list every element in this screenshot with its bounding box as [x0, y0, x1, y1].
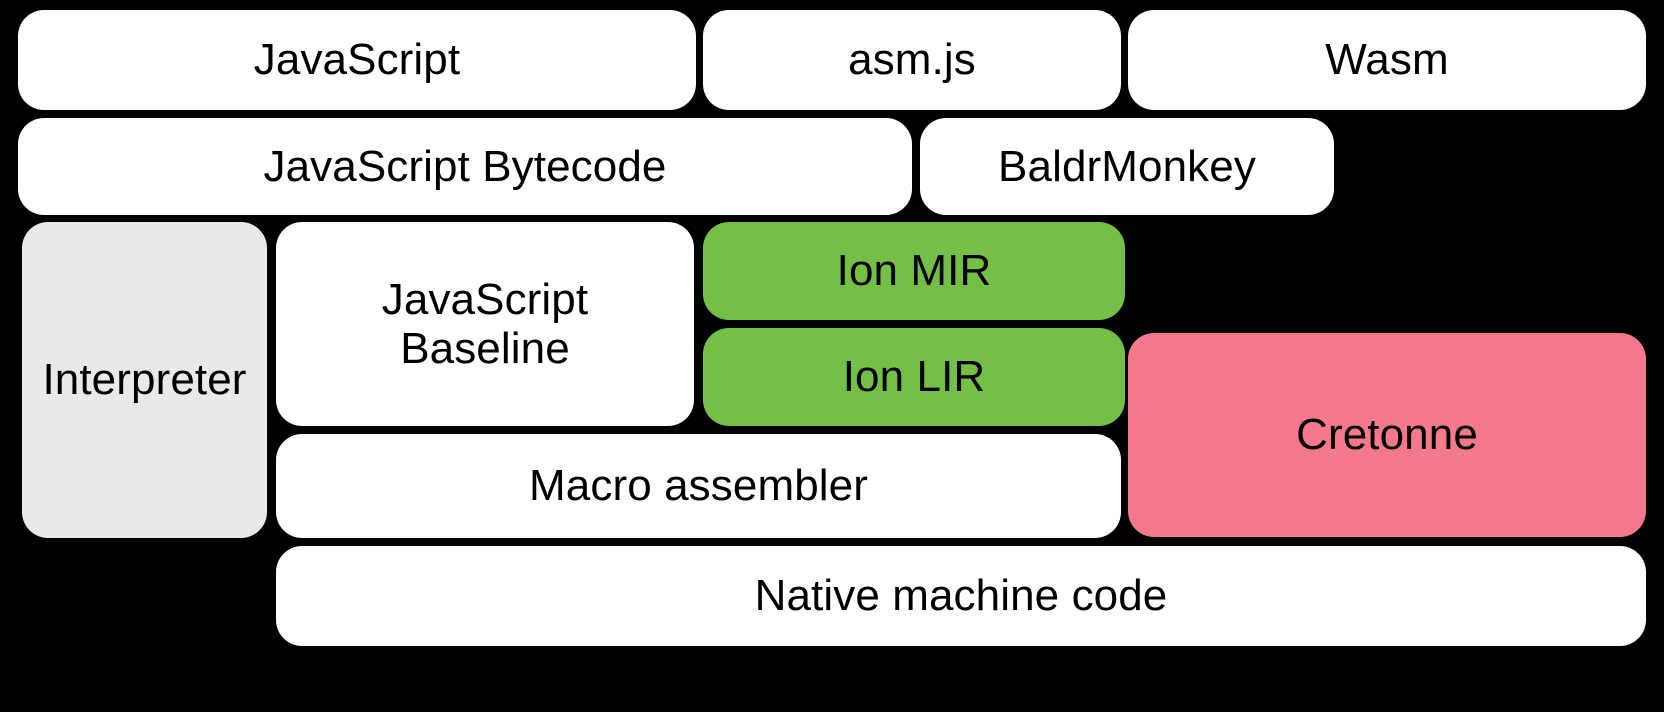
node-label-ion-lir: Ion LIR: [842, 352, 986, 402]
node-baldrmonkey: BaldrMonkey: [920, 118, 1334, 215]
node-label-baldrmonkey: BaldrMonkey: [998, 141, 1256, 191]
node-macro-assembler: Macro assembler: [276, 434, 1121, 538]
node-label-macro-assembler: Macro assembler: [529, 461, 868, 511]
node-javascript-bytecode: JavaScript Bytecode: [18, 118, 912, 215]
node-label-javascript-baseline: JavaScript Baseline: [381, 274, 589, 373]
node-label-asm-js: asm.js: [848, 35, 976, 85]
node-asm-js: asm.js: [703, 10, 1121, 110]
node-wasm: Wasm: [1128, 10, 1646, 110]
node-label-interpreter: Interpreter: [42, 355, 247, 405]
node-label-wasm: Wasm: [1325, 35, 1449, 85]
node-native-machine-code: Native machine code: [276, 546, 1646, 646]
node-interpreter: Interpreter: [22, 222, 267, 538]
node-ion-mir: Ion MIR: [703, 222, 1125, 320]
node-javascript-baseline: JavaScript Baseline: [276, 222, 694, 426]
node-label-cretonne: Cretonne: [1296, 410, 1478, 460]
node-ion-lir: Ion LIR: [703, 328, 1125, 426]
node-cretonne: Cretonne: [1128, 333, 1646, 537]
node-label-javascript: JavaScript: [253, 35, 461, 85]
node-label-native-machine-code: Native machine code: [754, 571, 1168, 621]
node-javascript: JavaScript: [18, 10, 696, 110]
node-label-javascript-bytecode: JavaScript Bytecode: [263, 141, 667, 191]
node-label-ion-mir: Ion MIR: [836, 246, 992, 296]
